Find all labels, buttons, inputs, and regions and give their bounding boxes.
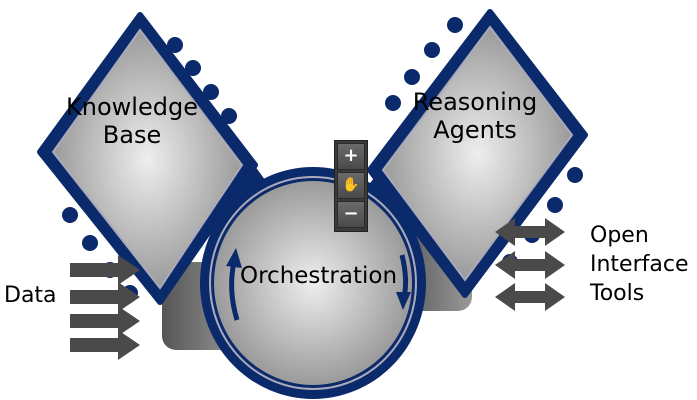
orchestration-ring <box>200 167 426 399</box>
label-line: Tools <box>590 281 645 306</box>
label-line: Interface <box>590 252 689 277</box>
zoom-out-button[interactable]: − <box>337 201 365 228</box>
label-line: Open <box>590 223 649 248</box>
label-line: Agents <box>433 116 517 144</box>
zoom-controls: + ✋ − <box>334 140 368 232</box>
label-line: Reasoning <box>412 88 538 116</box>
orchestration-label: Orchestration <box>240 263 398 289</box>
knowledge-base-chip <box>37 12 258 305</box>
reasoning-agents-chip <box>367 9 588 298</box>
data-label: Data <box>4 283 57 308</box>
pan-hand-button[interactable]: ✋ <box>337 172 365 199</box>
label-line: Base <box>102 121 162 149</box>
data-input-arrows <box>70 255 140 360</box>
label-line: Knowledge <box>66 93 198 121</box>
zoom-in-button[interactable]: + <box>337 143 365 170</box>
bidirectional-arrows <box>495 218 565 311</box>
